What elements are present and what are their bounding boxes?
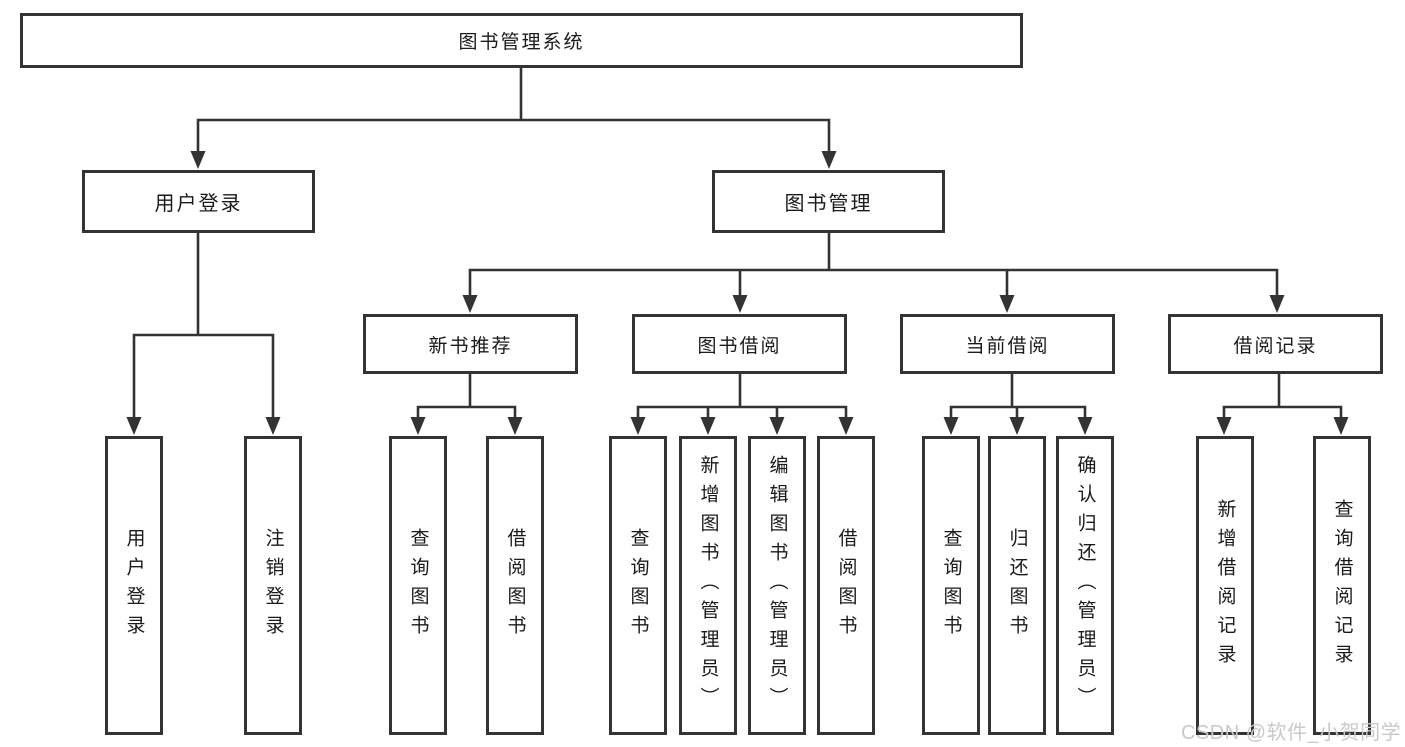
leaf-logout: 注销登录 [244,436,302,735]
node-user-login: 用户登录 [82,170,315,233]
arrow-down-icon [943,417,959,435]
node-label: 新书推荐 [428,335,513,357]
arrow-down-icon [462,295,478,313]
node-book-borrowing: 图书借阅 [632,314,847,374]
edge-root-to-level2 [190,66,837,169]
leaf-label: 借阅图书 [504,527,526,644]
node-label: 图书借阅 [697,335,782,357]
leaf-label: 编辑图书（管理员） [766,455,788,716]
edge-book-management-to-level3 [462,231,1285,313]
leaf-label: 用户登录 [123,527,145,644]
edge-book-borrowing-to-leaves [630,372,854,435]
leaf-label: 注销登录 [262,527,284,644]
arrow-down-icon [1333,417,1349,435]
arrow-down-icon [1269,295,1285,313]
leaf-confirm-return-admin: 确认归还（管理员） [1056,436,1114,735]
leaf-query-books-borrowing: 查询图书 [609,436,667,735]
node-label: 借阅记录 [1233,335,1318,357]
node-label: 当前借阅 [965,335,1050,357]
leaf-label: 借阅图书 [835,527,857,644]
arrow-down-icon [190,151,206,169]
arrow-down-icon [821,151,837,169]
arrow-down-icon [265,417,281,435]
arrow-down-icon [410,417,426,435]
node-borrowing-records: 借阅记录 [1168,314,1383,374]
leaf-label: 确认归还（管理员） [1074,455,1096,716]
node-label: 用户登录 [154,193,243,215]
edge-borrowing-records-to-leaves [1216,372,1349,435]
arrow-down-icon [732,295,748,313]
arrow-down-icon [1216,417,1232,435]
node-label: 图书管理系统 [458,32,585,53]
edge-current-borrowing-to-leaves [943,372,1093,435]
arrow-down-icon [507,417,523,435]
leaf-return-books: 归还图书 [988,436,1046,735]
arrow-down-icon [1077,417,1093,435]
leaf-edit-books-admin: 编辑图书（管理员） [748,436,806,735]
leaf-borrow-books-borrowing: 借阅图书 [817,436,875,735]
node-book-management: 图书管理 [712,170,945,233]
leaf-query-books-newbook: 查询图书 [389,436,447,735]
leaf-label: 归还图书 [1006,527,1028,644]
arrow-down-icon [1009,417,1025,435]
node-current-borrowing: 当前借阅 [900,314,1115,374]
leaf-label: 查询图书 [407,527,429,644]
leaf-add-borrow-record: 新增借阅记录 [1196,436,1254,735]
arrow-down-icon [769,417,785,435]
arrow-down-icon [126,417,142,435]
leaf-label: 查询图书 [627,527,649,644]
leaf-borrow-books-newbook: 借阅图书 [486,436,544,735]
leaf-query-books-current: 查询图书 [922,436,980,735]
leaf-add-books-admin: 新增图书（管理员） [679,436,737,735]
edge-new-book-to-leaves [410,372,523,435]
leaf-query-borrow-record: 查询借阅记录 [1313,436,1371,735]
watermark: CSDN @软件_小贺同学 [1181,722,1402,744]
leaf-label: 新增图书（管理员） [697,455,719,716]
leaf-label: 新增借阅记录 [1214,498,1236,673]
leaf-label: 查询图书 [940,527,962,644]
leaf-label: 查询借阅记录 [1331,498,1353,673]
leaf-user-login: 用户登录 [105,436,163,735]
node-library-management-system: 图书管理系统 [20,13,1023,68]
node-new-book-recommendation: 新书推荐 [363,314,578,374]
arrow-down-icon [630,417,646,435]
arrow-down-icon [700,417,716,435]
edge-user-login-to-leaves [126,231,281,435]
arrow-down-icon [838,417,854,435]
arrow-down-icon [999,295,1015,313]
node-label: 图书管理 [784,193,873,215]
